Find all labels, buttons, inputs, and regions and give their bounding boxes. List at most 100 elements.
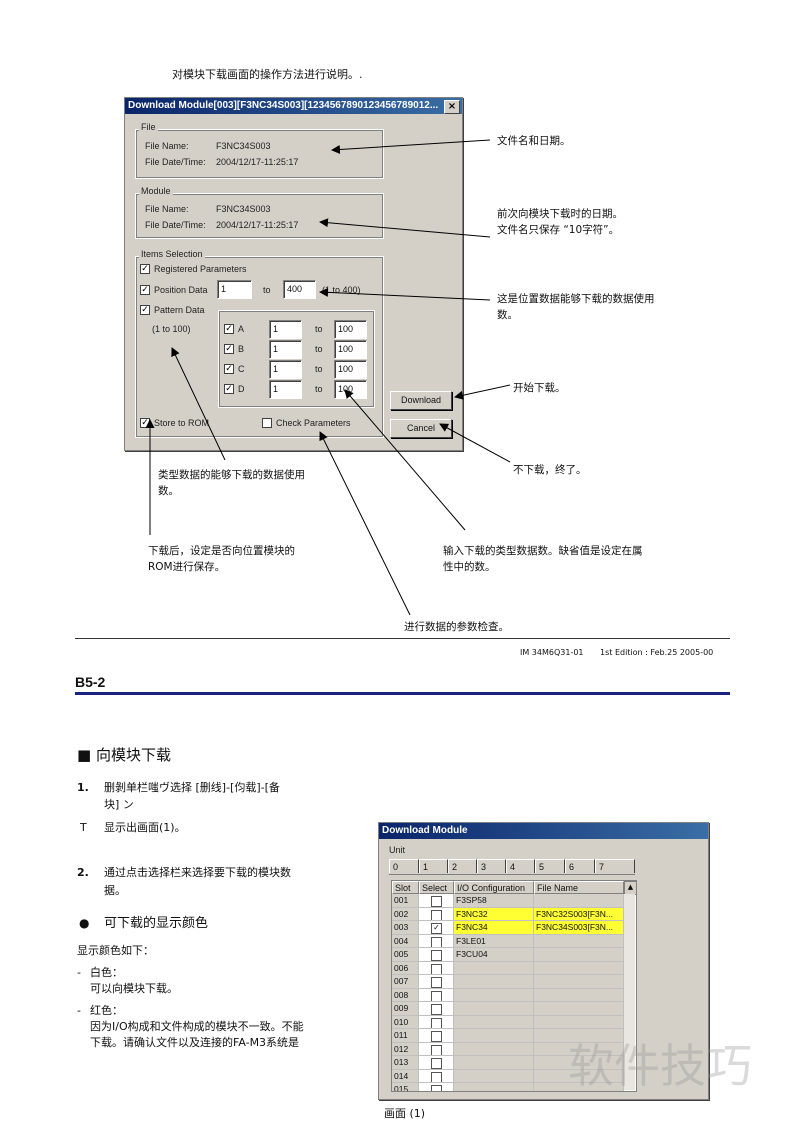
note-download: 开始下载。 bbox=[513, 382, 566, 394]
select-checkbox[interactable] bbox=[431, 950, 442, 961]
note-module-b: 文件名只保存 “10字符”。 bbox=[497, 224, 620, 236]
red-desc-a: 因为I/O构成和文件构成的模块不一致。不能 bbox=[90, 1020, 304, 1033]
vertical-scrollbar[interactable] bbox=[624, 894, 635, 1090]
io-cell bbox=[454, 1056, 534, 1070]
select-cell[interactable] bbox=[419, 1029, 454, 1043]
select-checkbox[interactable] bbox=[431, 1085, 442, 1091]
tab-6[interactable]: 6 bbox=[565, 859, 595, 873]
red-desc-b: 下载。请确认文件以及连接的FA-M3系统是 bbox=[90, 1036, 300, 1049]
pattern-a-to-label: to bbox=[315, 324, 323, 334]
select-checkbox[interactable] bbox=[431, 1031, 442, 1042]
select-checkbox[interactable] bbox=[431, 1017, 442, 1029]
tab-4[interactable]: 4 bbox=[506, 859, 535, 873]
unit-label: Unit bbox=[389, 845, 406, 855]
pattern-c-from[interactable]: 1 bbox=[269, 360, 302, 379]
select-cell[interactable] bbox=[419, 1056, 454, 1070]
slot-cell: 012 bbox=[392, 1042, 419, 1056]
pattern-range: (1 to 100) bbox=[152, 324, 191, 334]
pattern-a-checkbox[interactable]: ✓ bbox=[224, 324, 234, 334]
note-file: 文件名和日期。 bbox=[497, 135, 571, 147]
select-cell[interactable] bbox=[419, 1083, 454, 1091]
select-cell[interactable] bbox=[419, 907, 454, 921]
select-cell[interactable] bbox=[419, 1042, 454, 1056]
position-label: Position Data bbox=[154, 285, 208, 295]
pattern-c-to[interactable]: 100 bbox=[334, 360, 367, 379]
pattern-a-from[interactable]: 1 bbox=[269, 320, 302, 339]
tab-1[interactable]: 1 bbox=[419, 859, 448, 873]
io-cell bbox=[454, 988, 534, 1002]
select-cell[interactable] bbox=[419, 1015, 454, 1029]
pattern-b-from[interactable]: 1 bbox=[269, 340, 302, 359]
select-checkbox[interactable] bbox=[431, 1044, 442, 1056]
tab-3[interactable]: 3 bbox=[477, 859, 506, 873]
download-module-dialog: Download Module[003][F3NC34S003][1234567… bbox=[124, 97, 463, 451]
io-cell: F3CU04 bbox=[454, 948, 534, 962]
pattern-b-checkbox[interactable]: ✓ bbox=[224, 344, 234, 354]
cancel-button[interactable]: Cancel bbox=[390, 419, 452, 438]
color-heading: 可下载的显示颜色 bbox=[104, 916, 209, 931]
select-checkbox[interactable] bbox=[431, 990, 442, 1002]
file-cell bbox=[534, 1029, 624, 1043]
pattern-a-label: A bbox=[238, 324, 245, 334]
download-button[interactable]: Download bbox=[390, 391, 452, 410]
items-selection-label: Items Selection bbox=[139, 249, 205, 259]
position-checkbox[interactable]: ✓ bbox=[140, 285, 150, 295]
pattern-b-label: B bbox=[238, 344, 245, 354]
slot-cell: 006 bbox=[392, 961, 419, 975]
file-cell bbox=[534, 894, 624, 908]
scroll-up-icon[interactable]: ▲ bbox=[624, 881, 636, 895]
position-from-input[interactable]: 1 bbox=[217, 280, 252, 299]
close-icon[interactable]: × bbox=[444, 100, 460, 114]
select-checkbox[interactable] bbox=[431, 977, 442, 988]
check-params-checkbox[interactable] bbox=[262, 418, 272, 428]
select-checkbox[interactable] bbox=[431, 936, 442, 948]
dialog2-title: Download Module bbox=[379, 823, 708, 839]
file-cell bbox=[534, 1002, 624, 1016]
file-name-label: File Name: bbox=[145, 141, 189, 151]
file-cell bbox=[534, 988, 624, 1002]
file-cell bbox=[534, 1056, 624, 1070]
arrow-file bbox=[331, 139, 491, 154]
select-checkbox[interactable] bbox=[431, 1058, 442, 1069]
tab-5[interactable]: 5 bbox=[535, 859, 565, 873]
pattern-checkbox[interactable]: ✓ bbox=[140, 305, 150, 315]
select-checkbox[interactable] bbox=[431, 963, 442, 975]
select-cell[interactable] bbox=[419, 1069, 454, 1083]
white-desc: 可以向模块下载。 bbox=[90, 982, 178, 995]
footer-edition: 1st Edition : Feb.25 2005-00 bbox=[600, 648, 714, 657]
pattern-d-from[interactable]: 1 bbox=[269, 380, 302, 399]
select-checkbox[interactable] bbox=[431, 1071, 442, 1083]
select-checkbox[interactable] bbox=[431, 1004, 442, 1015]
select-checkbox[interactable]: ✓ bbox=[431, 923, 442, 934]
tab-0[interactable]: 0 bbox=[389, 859, 419, 873]
tab-2[interactable]: 2 bbox=[448, 859, 477, 873]
io-cell: F3SP58 bbox=[454, 894, 534, 908]
figure-caption: 画面 (1) bbox=[384, 1107, 426, 1120]
select-cell[interactable] bbox=[419, 975, 454, 989]
position-to-input[interactable]: 400 bbox=[283, 280, 316, 299]
pattern-d-checkbox[interactable]: ✓ bbox=[224, 384, 234, 394]
select-checkbox[interactable] bbox=[431, 896, 442, 907]
pattern-a-to[interactable]: 100 bbox=[334, 320, 367, 339]
col-io: I/O Configuration bbox=[454, 881, 534, 894]
pattern-c-checkbox[interactable]: ✓ bbox=[224, 364, 234, 374]
select-cell[interactable] bbox=[419, 948, 454, 962]
file-group bbox=[135, 129, 384, 179]
items-selection-group bbox=[135, 256, 384, 438]
select-cell[interactable] bbox=[419, 988, 454, 1002]
select-cell[interactable] bbox=[419, 1002, 454, 1016]
select-cell[interactable] bbox=[419, 934, 454, 948]
footer-doc: IM 34M6Q31-01 bbox=[520, 648, 584, 657]
registered-checkbox[interactable]: ✓ bbox=[140, 264, 150, 274]
select-checkbox[interactable] bbox=[431, 909, 442, 921]
file-name-value: F3NC34S003 bbox=[216, 141, 271, 151]
page-heading: ■ 向模块下载 bbox=[77, 746, 171, 764]
select-cell[interactable] bbox=[419, 894, 454, 908]
tab-7[interactable]: 7 bbox=[595, 859, 635, 873]
file-cell bbox=[534, 975, 624, 989]
red-label: 红色： bbox=[90, 1004, 123, 1017]
select-cell[interactable]: ✓ bbox=[419, 921, 454, 935]
note-rom-a: 下载后，设定是否向位置模块的 bbox=[148, 545, 295, 557]
select-cell[interactable] bbox=[419, 961, 454, 975]
pattern-b-to[interactable]: 100 bbox=[334, 340, 367, 359]
